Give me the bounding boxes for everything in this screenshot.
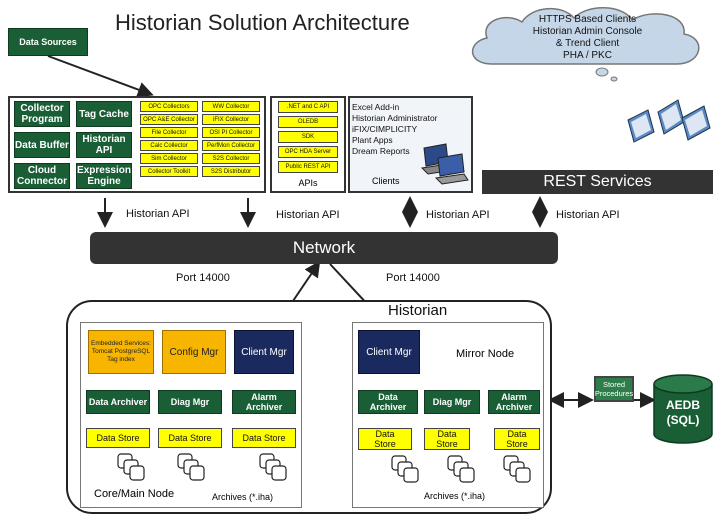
config-mgr-box: Config Mgr	[162, 330, 226, 374]
data-sources-box: Data Sources	[8, 28, 88, 56]
aedb-label: AEDB (SQL)	[652, 398, 714, 428]
collector-item: OSI PI Collector	[202, 127, 260, 138]
aedb-line-1: AEDB	[665, 398, 700, 412]
tag-cache-box: Tag Cache	[76, 101, 132, 127]
embedded-services-box: Embedded Services: Tomcat PostgreSQL Tag…	[88, 330, 154, 374]
collector-item: S2S Collector	[202, 153, 260, 164]
api-item: Public REST API	[278, 161, 338, 173]
mirror-data-store-box: Data Store	[494, 428, 540, 450]
mirror-archive-files-icon	[391, 455, 531, 483]
apis-label: APIs	[298, 178, 318, 188]
port-label: Port 14000	[176, 272, 230, 284]
collector-item: Calc Collector	[140, 140, 198, 151]
aedb-line-2: (SQL)	[666, 413, 700, 427]
rest-services-bar: REST Services	[482, 170, 713, 194]
alarm-archiver-box: Alarm Archiver	[232, 390, 296, 414]
cloud-shape	[471, 7, 700, 82]
historian-title: Historian	[388, 302, 448, 319]
data-store-box: Data Store	[232, 428, 296, 448]
client-item: Plant Apps	[352, 135, 393, 145]
cloud-line-2: Historian Admin Console	[532, 26, 643, 37]
client-item: iFIX/CIMPLICITY	[352, 124, 418, 134]
monitors-icon	[627, 99, 711, 143]
collector-item: Sim Collector	[140, 153, 198, 164]
stored-procedures-box: Stored Procedures	[594, 376, 634, 402]
collector-item: File Collector	[140, 127, 198, 138]
api-item: OPC HDA Server	[278, 146, 338, 158]
mirror-node-label: Mirror Node	[456, 348, 515, 360]
collector-item: PerfMon Collector	[202, 140, 260, 151]
archive-files-icon	[117, 453, 287, 481]
historian-api-label: Historian API	[426, 209, 490, 221]
diagram-title: Historian Solution Architecture	[115, 10, 410, 35]
archives-label: Archives (*.iha)	[212, 492, 274, 502]
api-item: SDK	[278, 131, 338, 143]
api-item: OLEDB	[278, 116, 338, 128]
mirror-archives-label: Archives (*.iha)	[424, 491, 486, 501]
cloud-line-3: & Trend Client	[555, 38, 620, 49]
collector-item: OPC A&E Collector	[140, 114, 198, 125]
diag-mgr-box: Diag Mgr	[158, 390, 222, 414]
data-buffer-box: Data Buffer	[14, 132, 70, 158]
collector-program-box: Collector Program	[14, 101, 70, 127]
core-node-label: Core/Main Node	[94, 488, 175, 500]
collector-item: S2S Distributor	[202, 166, 260, 177]
mirror-diag-mgr-box: Diag Mgr	[424, 390, 480, 414]
clients-list: Excel Add-in Historian Administrator iFI…	[352, 102, 438, 157]
mirror-data-archiver-box: Data Archiver	[358, 390, 418, 414]
data-store-box: Data Store	[158, 428, 222, 448]
client-item: Historian Administrator	[352, 113, 438, 123]
data-store-box: Data Store	[86, 428, 150, 448]
historian-api-label: Historian API	[556, 209, 620, 221]
historian-api-label: Historian API	[126, 208, 190, 220]
historian-api-box: Historian API	[76, 132, 132, 158]
expression-engine-box: Expression Engine	[76, 163, 132, 189]
collector-item: iFIX Collector	[202, 114, 260, 125]
mirror-data-store-box: Data Store	[358, 428, 412, 450]
client-mgr-box: Client Mgr	[234, 330, 294, 374]
laptops-icon	[420, 143, 469, 185]
cloud-connector-box: Cloud Connector	[14, 163, 70, 189]
port-label: Port 14000	[386, 272, 440, 284]
collector-item: Collector Toolkit	[140, 166, 198, 177]
aedb-database-icon	[653, 374, 713, 444]
collector-item: OPC Collectors	[140, 101, 198, 112]
clients-label: Clients	[372, 176, 400, 186]
client-item: Dream Reports	[352, 146, 410, 156]
network-bar: Network	[90, 232, 558, 264]
mirror-data-store-box: Data Store	[424, 428, 470, 450]
mirror-client-mgr-box: Client Mgr	[358, 330, 420, 374]
client-item: Excel Add-in	[352, 102, 400, 112]
data-archiver-box: Data Archiver	[86, 390, 150, 414]
cloud-text: HTTPS Based Clients Historian Admin Cons…	[490, 14, 685, 62]
cloud-line-1: HTTPS Based Clients	[538, 14, 637, 25]
api-item: .NET and C API	[278, 101, 338, 113]
cloud-line-4: PHA / PKC	[563, 50, 612, 61]
collector-item: WW Collector	[202, 101, 260, 112]
mirror-alarm-archiver-box: Alarm Archiver	[488, 390, 540, 414]
historian-api-label: Historian API	[276, 209, 340, 221]
